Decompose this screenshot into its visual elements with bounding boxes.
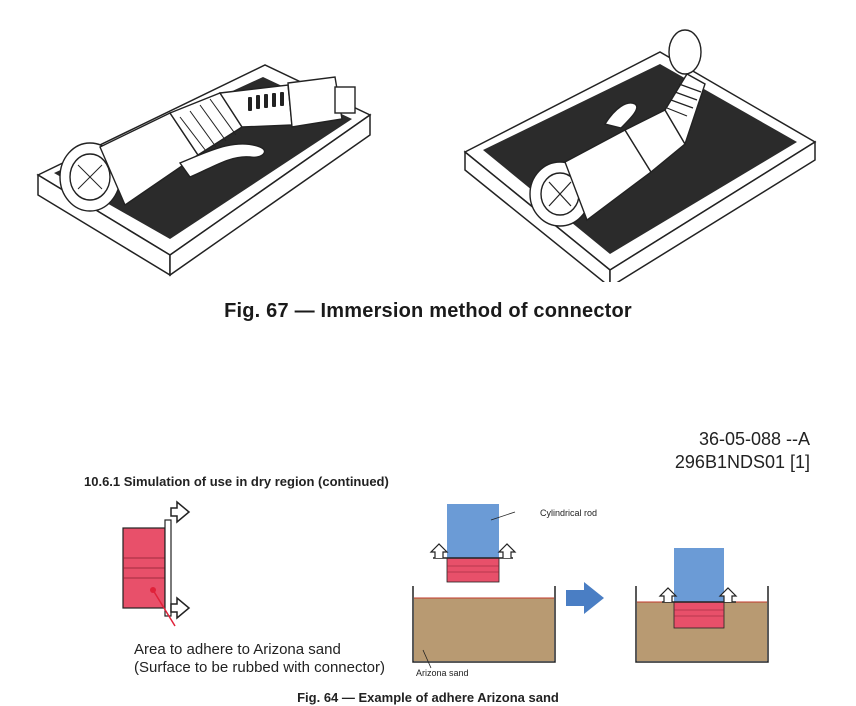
rod-over-sand-diagram	[412, 504, 556, 669]
process-arrow-icon	[566, 582, 604, 614]
rod-in-sand-diagram	[635, 548, 769, 663]
document-revision: 296B1NDS01 [1]	[674, 452, 810, 472]
immersion-illustration-right	[463, 29, 817, 282]
immersion-illustration-left	[36, 64, 372, 277]
fig64-caption: Fig. 64 — Example of adhere Arizona sand	[297, 690, 559, 705]
connector-side-view	[122, 500, 191, 627]
area-label: Area to adhere to Arizona sand	[134, 641, 341, 658]
fig67-caption: Fig. 67 — Immersion method of connector	[224, 300, 632, 322]
document-number: 36-05-088 --A	[698, 429, 810, 449]
arizona-sand-label: Arizona sand	[416, 668, 469, 678]
cylindrical-rod-label: Cylindrical rod	[540, 508, 598, 518]
section-heading: 10.6.1 Simulation of use in dry region (…	[84, 474, 389, 489]
area-label-sub: (Surface to be rubbed with connector)	[134, 659, 385, 676]
